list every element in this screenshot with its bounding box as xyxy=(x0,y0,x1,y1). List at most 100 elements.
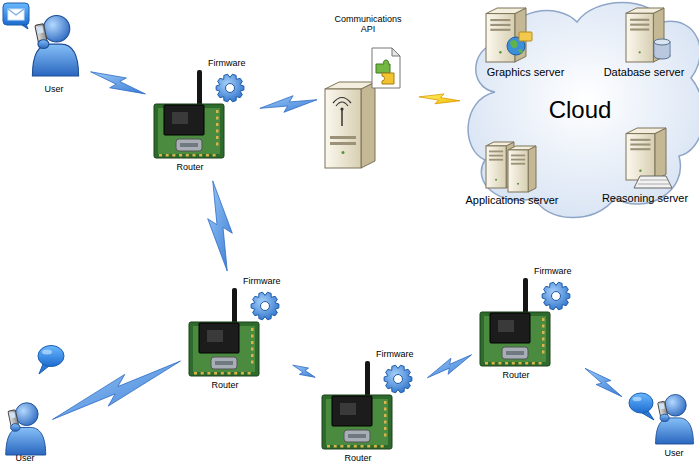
db-top xyxy=(654,39,670,45)
header-pin xyxy=(216,117,219,120)
header-pin xyxy=(384,408,387,411)
user-node: User xyxy=(2,398,48,466)
phone-screen xyxy=(37,26,44,34)
chip xyxy=(207,330,223,342)
wireless-link xyxy=(91,72,146,94)
power-led xyxy=(639,169,641,171)
bubble-body xyxy=(38,346,64,367)
bubble-shine xyxy=(633,397,642,401)
header-pin xyxy=(340,445,343,448)
header-pin xyxy=(216,136,219,139)
header-pin xyxy=(539,362,542,365)
header-pin xyxy=(367,445,370,448)
header-pin xyxy=(498,362,501,365)
document-icon xyxy=(372,48,400,88)
node-illustration xyxy=(185,276,290,394)
node-label: Database server xyxy=(604,66,685,79)
bubble-body xyxy=(629,393,653,413)
label-holder: User xyxy=(652,448,696,458)
port-pins xyxy=(348,434,366,438)
drive-bay xyxy=(630,139,650,141)
drive-bay xyxy=(511,163,525,165)
header-pin xyxy=(347,445,350,448)
gear-icon xyxy=(384,365,412,393)
label-holder: Firmware xyxy=(376,349,423,359)
header-pin xyxy=(542,331,545,334)
label-holder: Router xyxy=(150,162,230,172)
drive-bay xyxy=(490,29,510,31)
router-node: FirmwareRouter xyxy=(318,349,423,466)
user-node: User xyxy=(626,390,697,464)
header-pin xyxy=(542,351,545,354)
header-pin xyxy=(241,372,244,375)
message-icon xyxy=(2,2,32,30)
node-label: Router xyxy=(211,380,238,390)
puzzle-piece xyxy=(382,73,394,84)
pcb-board xyxy=(189,322,259,376)
server-top xyxy=(626,128,666,134)
header-pin xyxy=(216,110,219,113)
drive-bay xyxy=(489,159,503,161)
header-pin xyxy=(221,372,224,375)
server-front xyxy=(486,146,506,188)
radio-module xyxy=(164,105,204,135)
drive-bay xyxy=(490,24,510,26)
header-pin xyxy=(251,341,254,344)
power-led xyxy=(342,151,345,154)
message-badge xyxy=(3,3,29,25)
wireless-link xyxy=(585,368,622,396)
wireless-link xyxy=(53,361,181,419)
server-top xyxy=(486,8,526,14)
header-pin xyxy=(519,362,522,365)
radio-module xyxy=(199,323,239,353)
page-fold xyxy=(392,48,400,56)
header-pin xyxy=(251,335,254,338)
gear-hub xyxy=(394,375,403,384)
user-body xyxy=(656,418,694,444)
header-pin xyxy=(542,344,545,347)
user-head xyxy=(665,395,687,417)
server-side xyxy=(361,82,375,168)
server-node: Graphics server xyxy=(478,4,573,80)
gear-hub xyxy=(261,302,270,311)
phone-screen xyxy=(10,412,16,419)
label-holder: Applications server xyxy=(462,194,562,207)
envelope xyxy=(8,9,24,20)
label-holder: Database server xyxy=(598,66,690,79)
node-illustration xyxy=(476,266,581,384)
header-pin xyxy=(216,123,219,126)
pcb-board xyxy=(322,395,392,449)
node-label: User xyxy=(44,84,63,94)
keyboard-keys xyxy=(638,180,670,184)
api-server-node: Communications API xyxy=(322,14,414,170)
power-led xyxy=(495,179,497,181)
message-tail xyxy=(22,24,28,29)
puzzle-piece xyxy=(376,60,390,73)
server-front xyxy=(626,134,655,180)
header-pin xyxy=(172,154,175,157)
node-label: Firmware xyxy=(534,266,572,276)
node-label: Cloud xyxy=(549,96,612,124)
drive-bay xyxy=(630,19,649,21)
radio-module xyxy=(332,396,372,426)
globe-land xyxy=(510,40,523,53)
node-illustration xyxy=(318,349,423,466)
user-head xyxy=(43,16,69,42)
label-holder: Router xyxy=(185,380,265,390)
header-pin xyxy=(542,318,545,321)
header-pin xyxy=(216,143,219,146)
server-node: Applications server xyxy=(462,140,562,208)
server-top xyxy=(626,8,664,13)
label-holder: Reasoning server xyxy=(598,192,692,205)
node-illustration xyxy=(322,14,414,170)
chip xyxy=(172,112,188,124)
header-pin xyxy=(216,130,219,133)
wireless-link xyxy=(427,355,471,378)
node-label: Firmware xyxy=(208,58,246,68)
keyboard xyxy=(634,176,672,188)
drive-bay xyxy=(630,143,650,145)
gear-hub xyxy=(552,292,561,301)
header-pin xyxy=(251,348,254,351)
speech-bubble xyxy=(36,344,66,376)
header-pin xyxy=(384,401,387,404)
